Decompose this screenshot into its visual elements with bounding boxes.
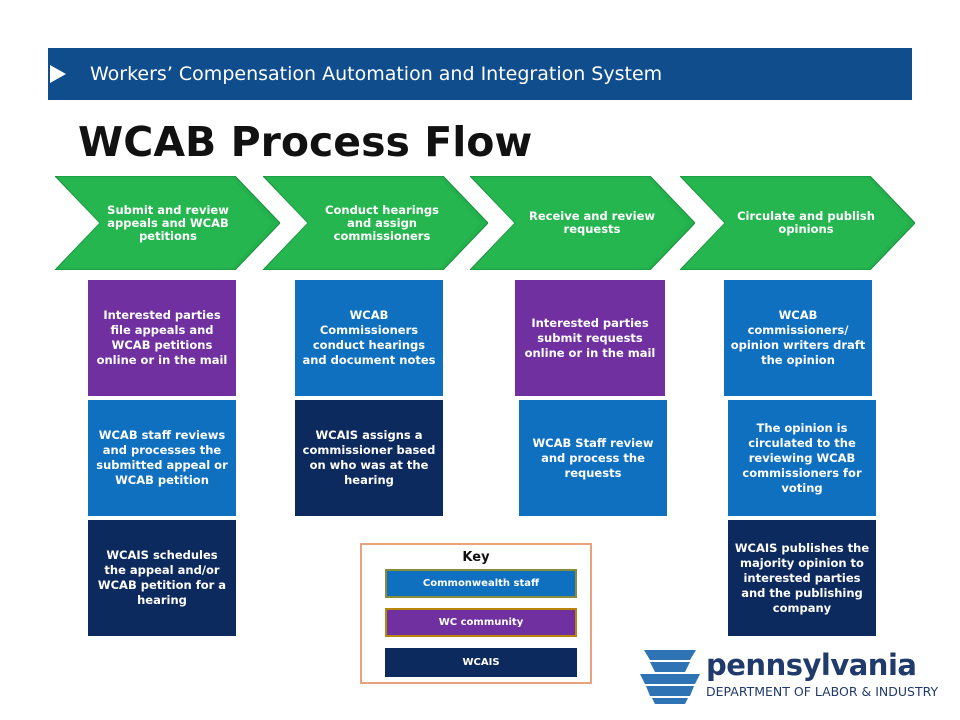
chevron-arrow-icon (470, 176, 695, 270)
process-step-label: Submit and review appeals and WCAB petit… (107, 202, 229, 243)
activity-box: WCAB staff reviews and processes the sub… (88, 400, 236, 516)
key-item-wcais: WCAIS (385, 648, 577, 677)
chevron-arrow-icon (263, 176, 488, 270)
process-step-2: Conduct hearings and assign commissioner… (263, 176, 488, 270)
process-step-label: Conduct hearings and assign commissioner… (325, 202, 439, 243)
activity-box: WCAIS assigns a commissioner based on wh… (295, 400, 443, 516)
keystone-logo-icon (640, 650, 700, 704)
key-item-wc-community: WC community (385, 608, 577, 637)
chevron-arrow-icon (680, 176, 915, 270)
key-legend (360, 543, 592, 684)
activity-box: WCAIS schedules the appeal and/or WCAB p… (88, 520, 236, 636)
process-step-4: Circulate and publish opinions (680, 176, 915, 270)
logo-name: pennsylvania (706, 648, 917, 682)
header-bar (48, 48, 912, 100)
activity-box: WCAB commissioners/ opinion writers draf… (724, 280, 872, 396)
activity-box: WCAIS publishes the majority opinion to … (728, 520, 876, 636)
activity-box: Interested parties submit requests onlin… (515, 280, 665, 396)
page-title: WCAB Process Flow (78, 118, 533, 166)
key-title: Key (462, 550, 490, 565)
process-step-3: Receive and review requests (470, 176, 695, 270)
activity-box: WCAB Staff review and process the reques… (519, 400, 667, 516)
logo-subtitle: DEPARTMENT OF LABOR & INDUSTRY (706, 684, 939, 699)
process-step-1: Submit and review appeals and WCAB petit… (55, 176, 280, 270)
header-title: Workers’ Compensation Automation and Int… (90, 63, 663, 85)
activity-box: Interested parties file appeals and WCAB… (88, 280, 236, 396)
key-item-commonwealth-staff: Commonwealth staff (385, 569, 577, 598)
header-arrow-icon (50, 65, 66, 83)
process-step-label: Circulate and publish opinions (737, 209, 875, 236)
process-step-label: Receive and review requests (528, 209, 656, 236)
activity-box: The opinion is circulated to the reviewi… (728, 400, 876, 516)
activity-box: WCAB Commissioners conduct hearings and … (295, 280, 443, 396)
chevron-arrow-icon (55, 176, 280, 270)
